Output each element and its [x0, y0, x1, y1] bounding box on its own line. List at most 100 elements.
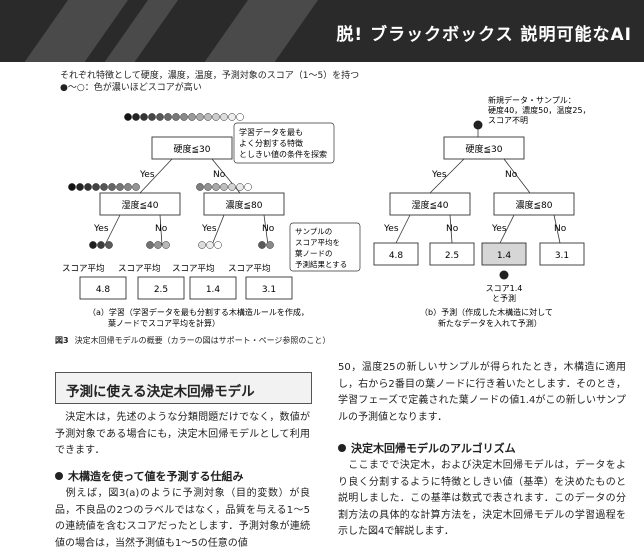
prediction-label-1: スコア1.4 [486, 284, 523, 293]
leaf-a-3 [189, 276, 237, 300]
tree-b-root-node [443, 136, 525, 160]
branch-a-no-2: No [155, 224, 168, 234]
tree-b-mid-right-node [493, 192, 575, 216]
leaf-a-4 [245, 276, 293, 300]
leaf-b-3-highlighted [481, 242, 527, 266]
header-title: 脱! ブラックボックス 説明可能なAI [336, 25, 632, 45]
annotation-box-search [233, 122, 335, 164]
leaf-label-4: スコア平均 [228, 263, 271, 274]
figure-b-sublabel-2: 新たなデータを入れて予測） [438, 318, 542, 328]
edge-a-r-no [263, 214, 269, 246]
sample-dot [154, 241, 162, 249]
leaf-a-2 [137, 276, 185, 300]
figure-number: 図3 [55, 336, 69, 345]
intro-line2: ●〜○：色が濃いほどスコアが高い [60, 83, 202, 93]
figure-decision-tree: 硬度≦30 学習データを最も よく分割する特徴 としきい値の条件を探索 Yes … [0, 95, 644, 345]
sample-dot [220, 183, 228, 191]
branch-b-yes-3: Yes [491, 224, 507, 234]
annotation-leaf-2: スコア平均を [295, 237, 340, 247]
sample-dot [188, 113, 196, 121]
prediction-label-2: と予測 [492, 293, 516, 303]
tree-b-root-label: 硬度≦30 [466, 143, 503, 155]
right-paragraph-1: 50，温度25の新しいサンプルが得られたとき，木構造に適用し，右から2番目の葉ノ… [338, 362, 626, 423]
tree-diagram-svg: 硬度≦30 学習データを最も よく分割する特徴 としきい値の条件を探索 Yes … [62, 95, 591, 328]
tree-a-root-label: 硬度≦30 [174, 143, 211, 155]
sample-info-2: 硬度40，濃度50，温度25， [488, 105, 591, 115]
edge-a-r-yes [211, 214, 225, 246]
sample-dot [220, 113, 228, 121]
sample-dot [198, 241, 206, 249]
sample-dot [146, 241, 154, 249]
sample-dot [148, 113, 156, 121]
right-paragraph-2: ここまでで決定木，および決定木回帰モデルは，データをより良く分割するように特徴と… [338, 460, 626, 537]
edge-b-root-left [429, 158, 465, 194]
sample-dot [258, 241, 266, 249]
branch-a-no-3: No [262, 224, 275, 234]
tree-a-mid-right-label: 濃度≦80 [226, 199, 263, 211]
right-subheading: 決定木回帰モデルのアルゴリズム [338, 440, 516, 456]
sample-dot [180, 113, 188, 121]
sample-dot [212, 183, 220, 191]
leaf-label-1: スコア平均 [62, 263, 105, 274]
sample-dot [100, 183, 108, 191]
dot-row-mid-left [68, 183, 140, 191]
branch-b-no-2: No [446, 224, 459, 234]
branch-b-no-3: No [554, 224, 567, 234]
sample-dot [204, 183, 212, 191]
leaf-b-2 [429, 242, 475, 266]
section-heading-box: 予測に使える決定木回帰モデル [55, 372, 312, 404]
sample-dot [236, 183, 244, 191]
edge-a-l-yes [104, 214, 121, 246]
left-subheading: 木構造を使って値を予測する仕組み [55, 468, 243, 484]
annotation-search-1: 学習データを最も [239, 127, 303, 137]
figure-intro: それぞれ特徴として硬度，濃度，温度，予測対象のスコア（1〜5）を持つ ●〜○：色… [60, 70, 359, 94]
figure-b-sublabel: （b）予測（作成した木構造に対して [420, 307, 553, 317]
sample-dot [76, 183, 84, 191]
annotation-leaf-3: 葉ノードの [295, 248, 333, 258]
edge-b-l-yes [395, 214, 411, 244]
sample-dot [204, 113, 212, 121]
tree-b-mid-left-label: 湿度≦40 [412, 199, 449, 211]
edge-b-root-right [503, 158, 531, 194]
sample-dot [172, 113, 180, 121]
sample-dot [214, 241, 222, 249]
leaf-a-3-value: 1.4 [206, 285, 221, 295]
new-sample-dot [473, 120, 483, 130]
branch-a-yes-1: Yes [139, 170, 155, 180]
leaf-b-4 [539, 242, 585, 266]
sample-dot [116, 183, 124, 191]
sample-dot [266, 241, 274, 249]
edge-b-r-no [553, 214, 561, 244]
dot-rows-leaves [89, 241, 274, 249]
predicted-sample-dot [499, 270, 509, 280]
sample-dot [89, 241, 97, 249]
sample-dot [108, 183, 116, 191]
edge-a-l-no [159, 214, 163, 246]
tree-b-mid-right-label: 濃度≦80 [516, 199, 553, 211]
leaf-a-1 [79, 276, 127, 300]
leaf-b-1-value: 4.8 [389, 251, 404, 261]
sample-dot [132, 183, 140, 191]
page-header: 脱! ブラックボックス 説明可能なAI [0, 0, 644, 62]
branch-b-yes-2: Yes [383, 224, 399, 234]
branch-a-yes-2: Yes [93, 224, 109, 234]
branch-a-yes-3: Yes [201, 224, 217, 234]
sample-dot [156, 113, 164, 121]
branch-b-no-1: No [505, 170, 518, 180]
sample-dot [164, 113, 172, 121]
leaf-b-1 [373, 242, 419, 266]
sample-dot [105, 241, 113, 249]
leaf-label-3: スコア平均 [172, 263, 215, 274]
leaf-b-4-value: 3.1 [555, 251, 569, 261]
sample-dot [97, 241, 105, 249]
sample-info-1: 新規データ・サンプル： [488, 95, 576, 105]
annotation-box-leaf [289, 222, 361, 272]
annotation-leaf-1: サンプルの [295, 227, 332, 236]
sample-dot [196, 113, 204, 121]
sample-info-3: スコア不明 [488, 116, 528, 125]
sample-dot [132, 113, 140, 121]
edge-a-root-left [139, 158, 173, 194]
sample-dot [244, 183, 252, 191]
intro-line1: それぞれ特徴として硬度，濃度，温度，予測対象のスコア（1〜5）を持つ [60, 71, 360, 81]
